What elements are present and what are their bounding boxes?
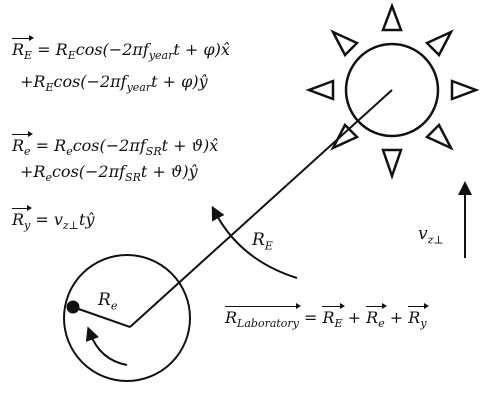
sun-icon xyxy=(305,2,480,180)
earth-radius-line xyxy=(72,306,131,328)
label-vz: vz⊥ xyxy=(418,224,444,247)
equation-RE-line1: RE = REcos(−2πfyeart + φ)x̂ xyxy=(12,38,230,63)
earth-circle xyxy=(63,254,191,382)
rotation-arrow xyxy=(85,326,128,366)
equation-Re-line1: Re = Recos(−2πfSRt + ϑ)x̂ xyxy=(12,134,219,159)
observer-point xyxy=(66,300,80,314)
label-Re: Re xyxy=(98,290,118,313)
label-RE: RE xyxy=(252,230,273,253)
orbit-arrow xyxy=(211,205,298,279)
sun-earth-line xyxy=(129,89,393,328)
equation-Rlab: RLaboratory = RE + Re + Ry xyxy=(225,306,427,331)
equation-RE-line2: +REcos(−2πfyeart + φ)ŷ xyxy=(20,72,208,95)
equation-Re-line2: +Recos(−2πfSRt + ϑ)ŷ xyxy=(20,162,198,185)
equation-Ry: Ry = vz⊥tŷ xyxy=(12,208,95,233)
